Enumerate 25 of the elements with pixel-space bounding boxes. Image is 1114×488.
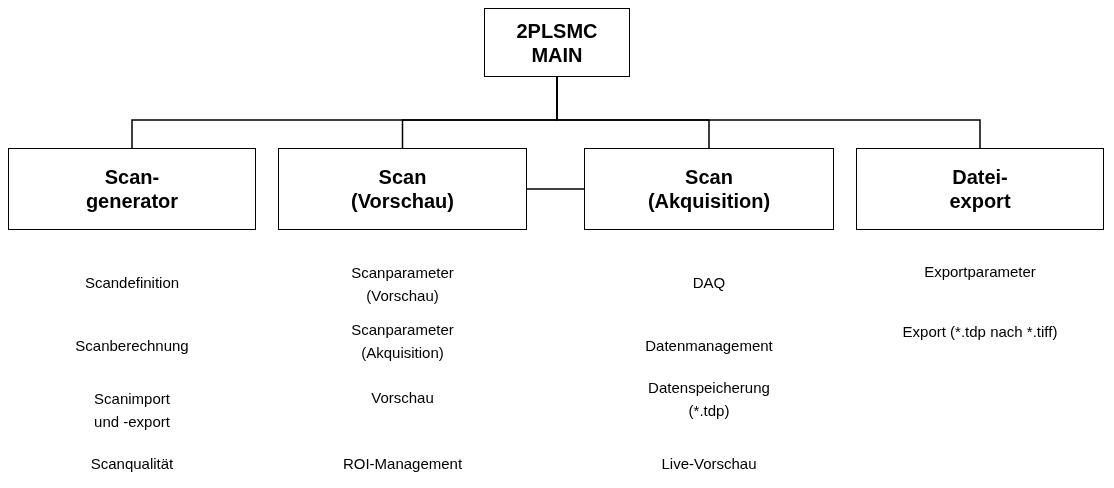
function-label: Scanparameter (Akquisition)	[351, 319, 454, 363]
module-box	[856, 148, 1104, 230]
function-label: Scanparameter (Vorschau)	[351, 262, 454, 306]
function-label: Scandefinition	[84, 272, 180, 293]
module-title: Scan- generator	[85, 165, 179, 213]
function-label: DAQ	[692, 272, 726, 293]
function-label: Export (*.tdp nach *.tiff)	[902, 321, 1058, 342]
module-box	[8, 148, 256, 230]
function-label: Scanberechnung	[75, 335, 189, 356]
module-title: Scan (Akquisition)	[647, 165, 771, 213]
function-label: Datenmanagement	[645, 335, 773, 356]
module-title: 2PLSMC MAIN	[516, 18, 598, 67]
module-title: Scan (Vorschau)	[351, 165, 454, 213]
module-title: Datei- export	[949, 165, 1011, 213]
module-box	[278, 148, 527, 230]
module-box	[584, 148, 834, 230]
function-label: Exportparameter	[924, 261, 1036, 282]
main-module-box	[484, 8, 630, 77]
function-label: ROI-Management	[342, 453, 463, 474]
function-label: Live-Vorschau	[661, 453, 757, 474]
connector-line	[526, 188, 585, 190]
function-label: Scanqualität	[90, 453, 174, 474]
function-label: Scanimport und -export	[94, 388, 170, 432]
function-label: Datenspeicherung (*.tdp)	[648, 377, 770, 421]
function-label: Vorschau	[371, 387, 434, 408]
